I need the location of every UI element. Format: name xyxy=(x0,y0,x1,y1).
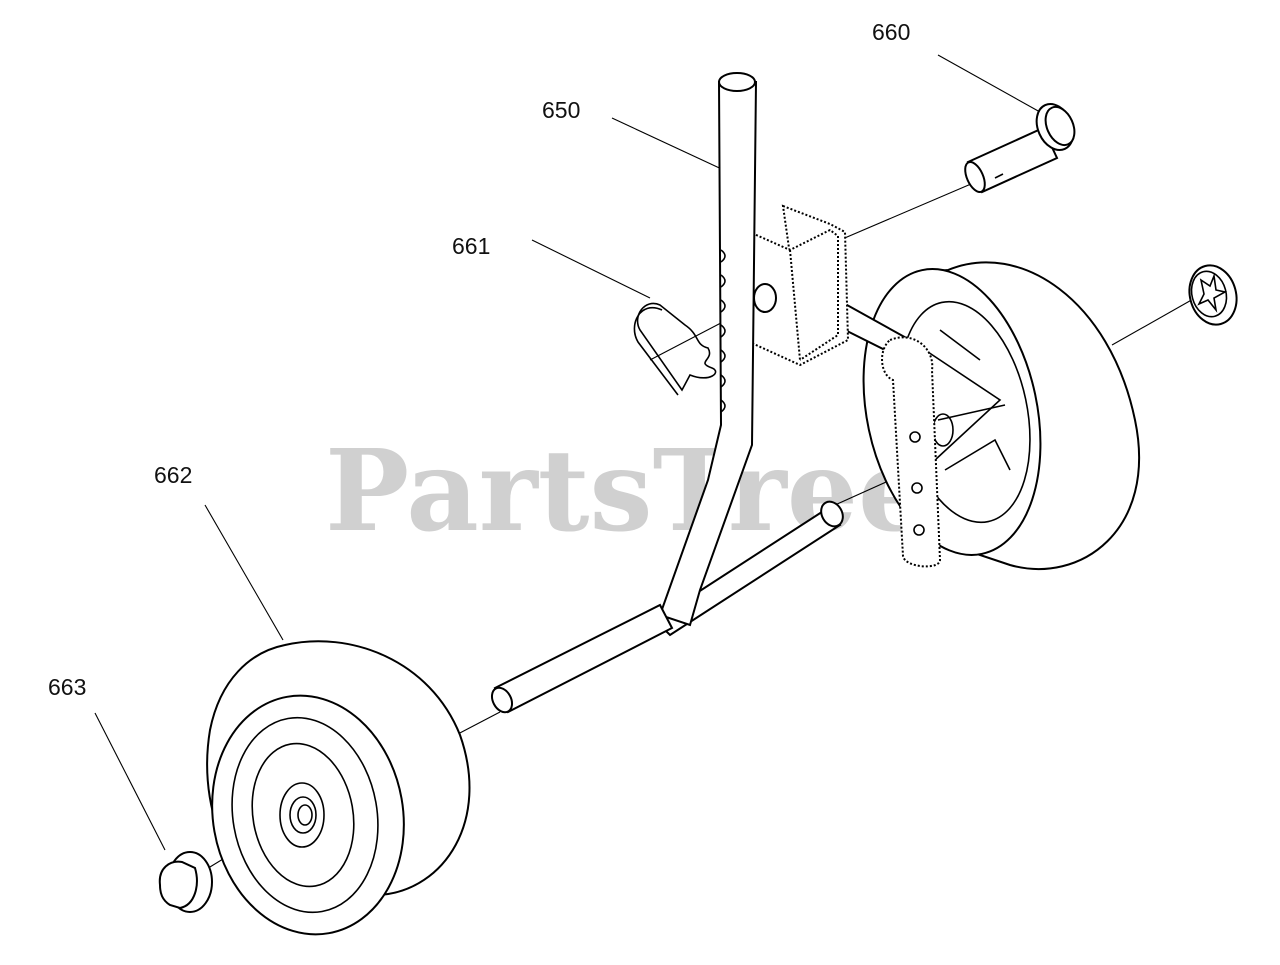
hubcap-663 xyxy=(158,851,213,913)
callout-650: 650 xyxy=(542,97,580,123)
callout-660: 660 xyxy=(872,19,910,45)
callout-662: 662 xyxy=(154,462,192,488)
wheel-662 xyxy=(206,640,471,936)
right-hubcap xyxy=(1188,264,1238,326)
watermark-logo: PartsTree xyxy=(325,426,929,557)
callout-663: 663 xyxy=(48,674,86,700)
hairpin-clip-661 xyxy=(633,302,717,396)
handle-frame-650 xyxy=(490,72,844,714)
callout-661: 661 xyxy=(452,233,490,259)
clevis-pin-660 xyxy=(964,103,1076,194)
pivot-bracket xyxy=(744,204,850,367)
